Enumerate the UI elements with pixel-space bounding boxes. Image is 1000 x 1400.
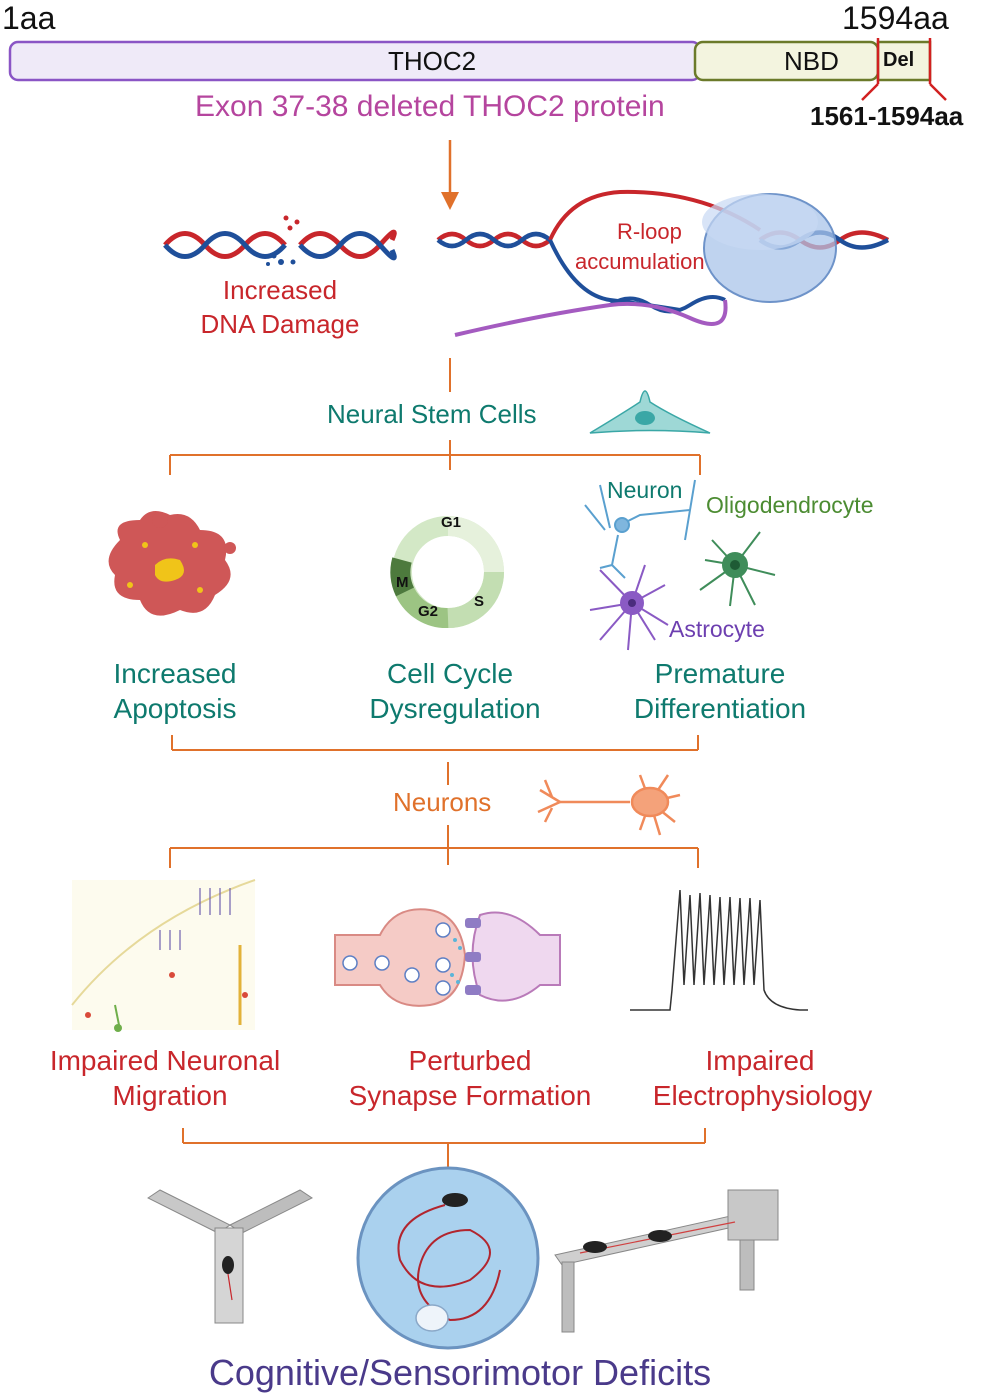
migration-panel-icon: [71, 879, 256, 1032]
r-loop-label-line2: accumulation: [575, 249, 705, 274]
protein-start-label: 1aa: [2, 0, 56, 36]
outcome-apoptosis-line1: Increased: [113, 658, 237, 689]
cycle-s: S: [474, 593, 485, 610]
open-field-icon: [356, 1166, 540, 1350]
y-maze-icon: [147, 1189, 313, 1324]
neurons-branch-lines: [169, 825, 699, 868]
neural-stem-cell-icon: [589, 390, 711, 434]
outcome-apoptosis-line2: Apoptosis: [113, 693, 237, 724]
cell-cycle-donut: [390, 516, 504, 628]
domain-thoc2-label: THOC2: [388, 46, 477, 76]
protein-caption: Exon 37-38 deleted THOC2 protein: [195, 90, 665, 123]
dna-damage-label-line2: DNA Damage: [200, 309, 360, 339]
r-loop-label-line1: R-loop: [617, 219, 682, 244]
del-range-label: 1561-1594aa: [810, 101, 964, 131]
oligodendrocyte-label: Oligodendrocyte: [706, 492, 874, 518]
oligodendrocyte-icon: [699, 531, 776, 607]
final-bracket: [182, 1128, 706, 1170]
outcome-electrophysiology-line2: Electrophysiology: [652, 1080, 873, 1111]
outcome-cell-cycle-line2: Dysregulation: [369, 693, 541, 724]
cycle-g2: G2: [418, 603, 439, 620]
outcome-electrophysiology-line1: Impaired: [705, 1045, 815, 1076]
outcome-differentiation-line1: Premature: [654, 658, 786, 689]
rotarod-icon: [554, 1189, 779, 1333]
outcome-cell-cycle-line1: Cell Cycle: [386, 658, 514, 689]
neuron-label: Neuron: [607, 477, 683, 503]
spike-train-icon: [630, 889, 808, 1011]
neuron-orange-icon: [537, 774, 681, 836]
astrocyte-label: Astrocyte: [669, 616, 765, 642]
domain-del-label: Del: [883, 49, 915, 71]
outcome-migration-line1: Impaired Neuronal: [49, 1045, 281, 1076]
nsc-title: Neural Stem Cells: [327, 399, 537, 429]
neuron-cell-icon: [584, 479, 696, 579]
nsc-branch-lines: [169, 440, 701, 475]
outcome-migration-line2: Migration: [112, 1080, 228, 1111]
synapse-icon: [334, 908, 561, 1007]
dna-damage-label-line1: Increased: [222, 275, 338, 305]
outcome-synapse-line1: Perturbed: [408, 1045, 532, 1076]
dna-damage-helix: [163, 215, 397, 266]
r-loop-graphic: [436, 189, 890, 337]
cycle-m: M: [396, 574, 409, 591]
outcome-synapse-line2: Synapse Formation: [348, 1080, 592, 1111]
protein-end-label: 1594aa: [842, 0, 949, 36]
domain-nbd-label: NBD: [784, 46, 839, 76]
nsc-bottom-bracket: [171, 735, 699, 785]
protein-bar: [8, 38, 947, 101]
final-outcome-label: Cognitive/Sensorimotor Deficits: [208, 1352, 712, 1393]
outcome-differentiation-line2: Differentiation: [633, 693, 807, 724]
neurons-title: Neurons: [393, 787, 492, 817]
down-arrow: [441, 140, 459, 210]
apoptotic-cell-icon: [108, 511, 236, 616]
astrocyte-icon: [589, 564, 669, 651]
cycle-g1: G1: [441, 514, 462, 531]
